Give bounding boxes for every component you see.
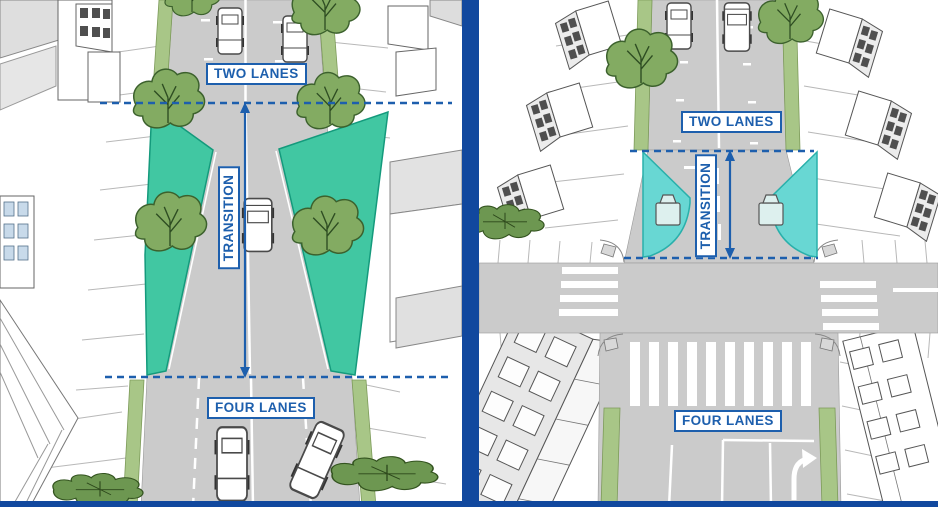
label-four-lanes-right: FOUR LANES <box>674 410 782 432</box>
crosswalk <box>559 267 938 330</box>
measurement-annotations <box>100 101 452 379</box>
arrow-down-icon <box>240 367 250 378</box>
label-four-lanes-left: FOUR LANES <box>207 397 315 419</box>
arrow-up-icon <box>240 102 250 113</box>
label-two-lanes-left: TWO LANES <box>206 63 307 85</box>
label-two-lanes-right: TWO LANES <box>681 111 782 133</box>
right-turn-arrow-icon <box>791 449 817 500</box>
label-transition-right: TRANSITION <box>695 154 717 258</box>
ladder-crosswalk <box>630 342 811 406</box>
measurement-annotations <box>624 149 818 260</box>
buildings-right <box>387 0 462 349</box>
lane-markings <box>559 0 938 507</box>
buildings <box>479 0 938 507</box>
panel-divider <box>462 0 479 507</box>
left-panel <box>0 0 462 507</box>
curb-ramps <box>597 239 841 357</box>
buildings-left <box>0 0 121 507</box>
arrow-down-icon <box>725 248 735 259</box>
bottom-border-bar <box>0 501 938 507</box>
label-transition-left: TRANSITION <box>218 166 240 270</box>
arrow-up-icon <box>725 150 735 161</box>
